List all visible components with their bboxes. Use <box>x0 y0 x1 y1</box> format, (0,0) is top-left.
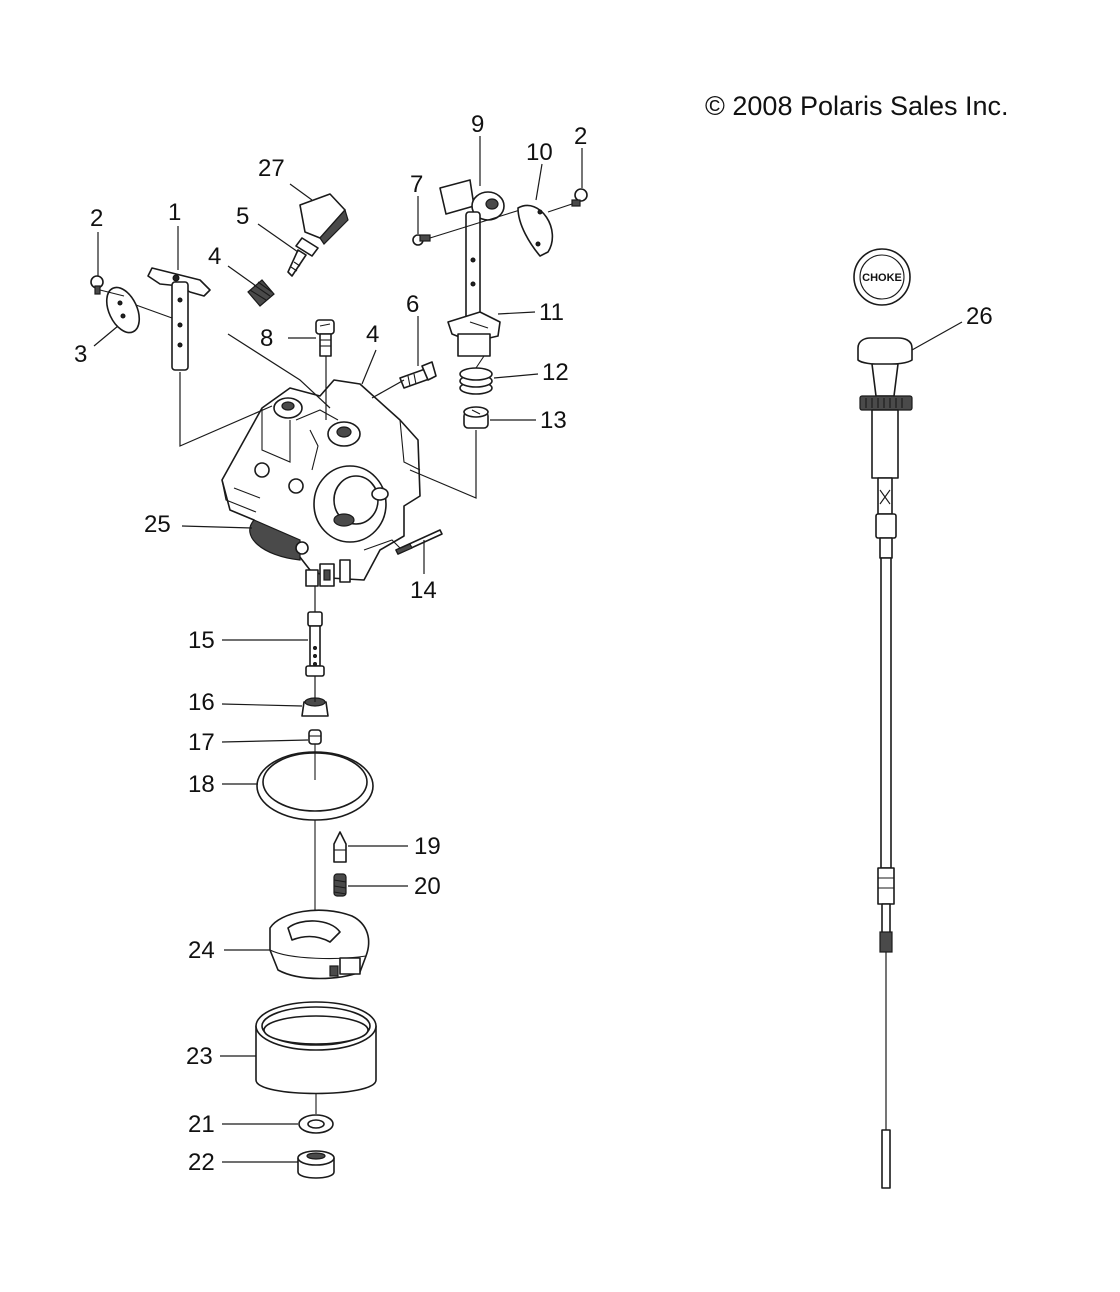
callout-26: 26 <box>966 303 993 330</box>
callout-22: 22 <box>188 1149 215 1176</box>
callout-labels: 1 2 2 3 4 4 5 6 7 8 9 10 11 12 13 14 15 … <box>74 111 993 1176</box>
part-4-spring-left <box>247 279 275 307</box>
callout-3: 3 <box>74 341 87 368</box>
copyright-text: © 2008 Polaris Sales Inc. <box>705 91 1009 121</box>
part-1-throttle-shaft <box>147 267 211 371</box>
callout-5: 5 <box>236 203 249 230</box>
callout-1: 1 <box>168 199 181 226</box>
part-2-screw-right <box>547 188 588 213</box>
callout-4-middle: 4 <box>366 321 379 348</box>
callout-15: 15 <box>188 627 215 654</box>
part-15-main-nozzle <box>305 611 325 677</box>
callout-17: 17 <box>188 729 215 756</box>
callout-12: 12 <box>542 359 569 386</box>
leader-lines <box>93 136 963 1163</box>
part-22-drain-bolt <box>297 1150 335 1179</box>
callout-9: 9 <box>471 111 484 138</box>
callout-10: 10 <box>526 139 553 166</box>
part-20-spring <box>333 873 347 897</box>
callout-2-left: 2 <box>90 205 103 232</box>
callout-7: 7 <box>410 171 423 198</box>
callout-8: 8 <box>260 325 273 352</box>
part-13-bushing <box>463 406 489 429</box>
callout-6: 6 <box>406 291 419 318</box>
part-3-throttle-plate <box>105 286 173 334</box>
callout-11: 11 <box>539 299 564 326</box>
part-25-carburetor-body <box>221 379 421 587</box>
callout-19: 19 <box>414 833 441 860</box>
part-23-float-bowl <box>255 1001 377 1095</box>
part-14-rod <box>395 529 443 555</box>
callout-16: 16 <box>188 689 215 716</box>
callout-14: 14 <box>410 577 437 604</box>
part-11-choke-lever <box>447 311 501 357</box>
part-27-cap <box>299 193 349 245</box>
callout-13: 13 <box>540 407 567 434</box>
callout-18: 18 <box>188 771 215 798</box>
part-7-screw <box>412 209 521 246</box>
part-21-washer <box>298 1094 334 1134</box>
choke-label: CHOKE <box>862 272 902 284</box>
part-19-needle-valve <box>333 831 347 863</box>
part-17-small-jet <box>308 729 322 745</box>
callout-4-left: 4 <box>208 243 221 270</box>
part-5-pilot-screw <box>287 237 319 277</box>
part-2-screw-left <box>90 275 125 297</box>
part-10-choke-plate <box>517 204 554 257</box>
callout-21: 21 <box>188 1111 215 1138</box>
callout-25: 25 <box>144 511 171 538</box>
part-12-choke-spring <box>459 355 493 395</box>
callout-20: 20 <box>414 873 441 900</box>
part-24-float <box>269 820 370 980</box>
part-6-screw <box>399 361 437 389</box>
callout-2-right: 2 <box>574 123 587 150</box>
part-26-choke-cable: CHOKE <box>853 248 913 1189</box>
callout-27: 27 <box>258 155 285 182</box>
part-8-screw <box>315 319 335 357</box>
callout-23: 23 <box>186 1043 213 1070</box>
part-9-choke-shaft <box>439 179 505 321</box>
callout-24: 24 <box>188 937 215 964</box>
part-18-gasket <box>256 744 374 821</box>
